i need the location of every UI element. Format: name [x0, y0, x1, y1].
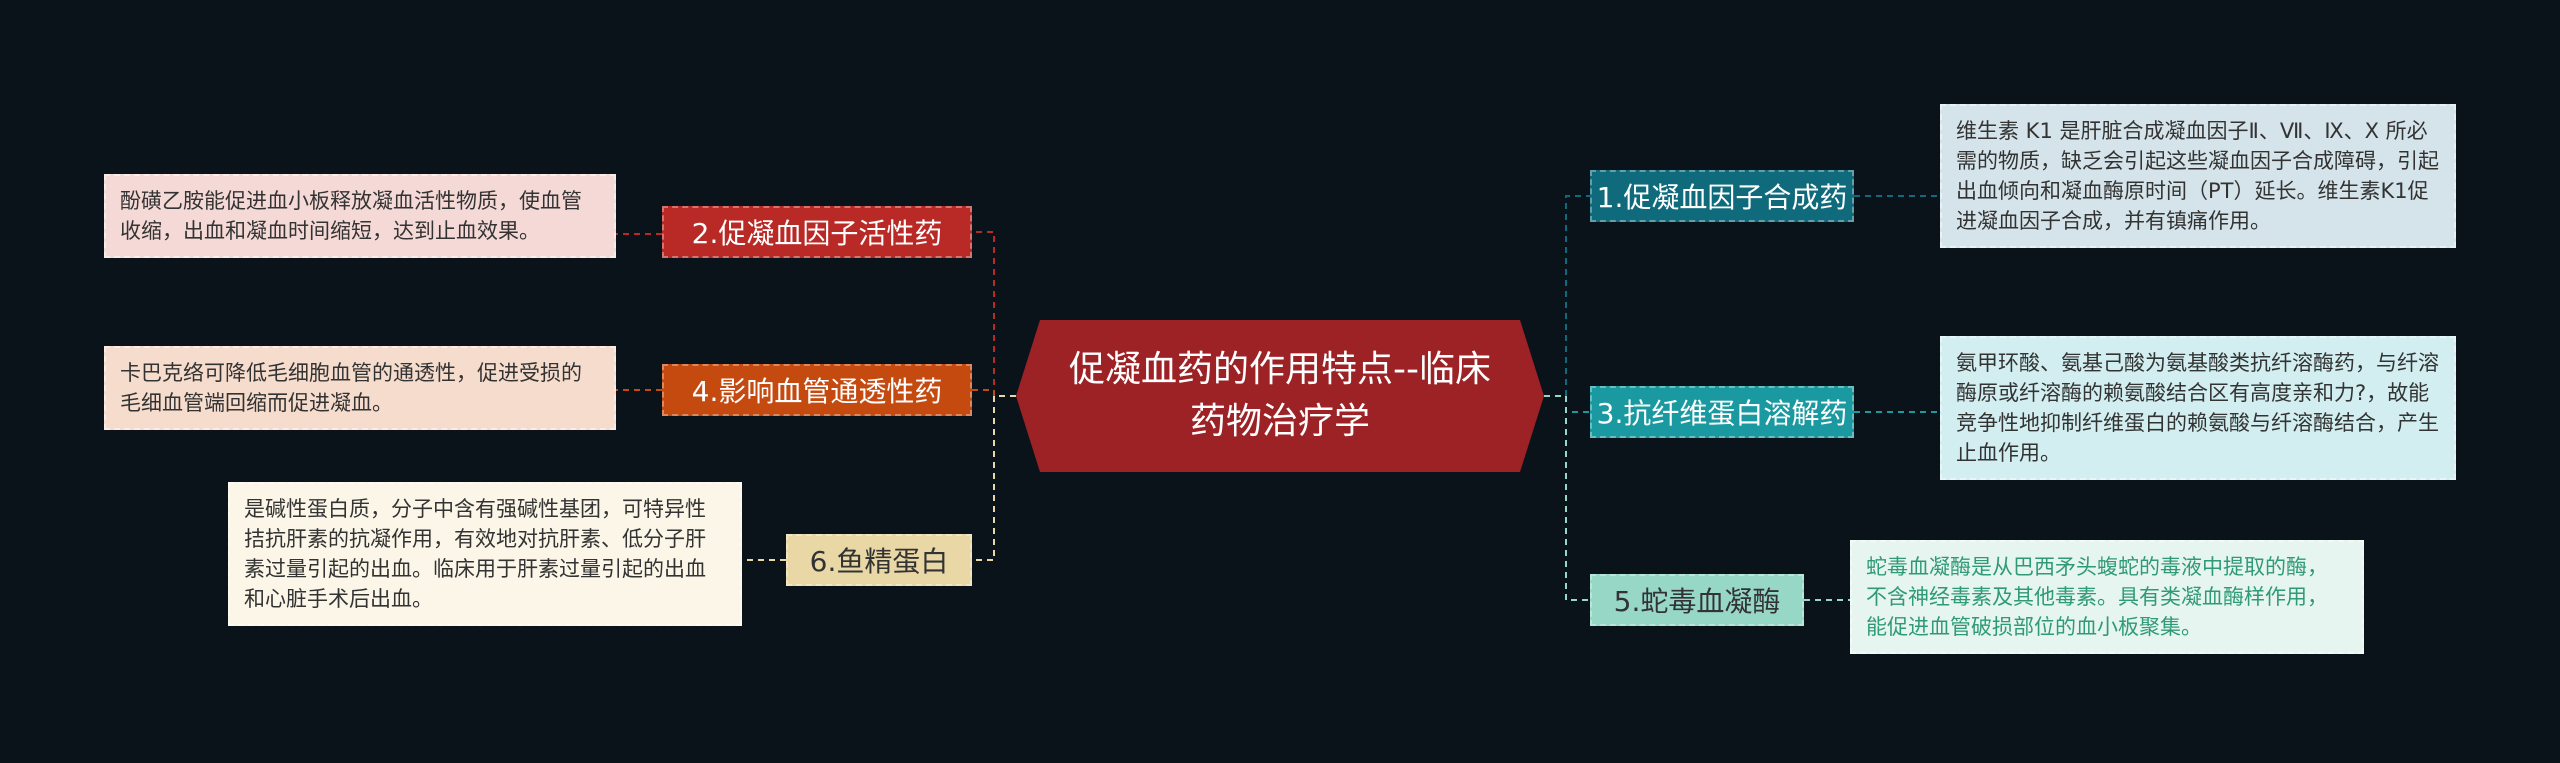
connector-left-3	[972, 395, 1016, 561]
topic-clotting-factor-activity[interactable]: 2.促凝血因子活性药	[662, 206, 972, 258]
connector-left-1	[972, 231, 1016, 397]
note-text: 蛇毒血凝酶是从巴西矛头蝮蛇的毒液中提取的酶，不含神经毒素及其他毒素。具有类凝血酶…	[1866, 555, 2328, 639]
topic-label: 4.影响血管通透性药	[691, 375, 943, 408]
topic-antifibrinolytic[interactable]: 3.抗纤维蛋白溶解药	[1590, 386, 1854, 438]
topic-label: 3.抗纤维蛋白溶解药	[1596, 397, 1848, 430]
note-text: 酚磺乙胺能促进血小板释放凝血活性物质，使血管收缩，出血和凝血时间缩短，达到止血效…	[120, 189, 582, 243]
note-protamine: 是碱性蛋白质，分子中含有强碱性基团，可特异性拮抗肝素的抗凝作用，有效地对抗肝素、…	[228, 482, 742, 626]
connector-left-2	[972, 389, 1016, 397]
note-text: 是碱性蛋白质，分子中含有强碱性基团，可特异性拮抗肝素的抗凝作用，有效地对抗肝素、…	[244, 497, 706, 611]
note-clotting-factor-activity: 酚磺乙胺能促进血小板释放凝血活性物质，使血管收缩，出血和凝血时间缩短，达到止血效…	[104, 174, 616, 258]
note-clotting-factor-synthesis: 维生素 K1 是肝脏合成凝血因子Ⅱ、Ⅶ、Ⅸ、Ⅹ 所必需的物质，缺乏会引起这些凝血…	[1940, 104, 2456, 248]
note-text: 氨甲环酸、氨基己酸为氨基酸类抗纤溶酶药，与纤溶酶原或纤溶酶的赖氨酸结合区有高度亲…	[1956, 351, 2439, 465]
note-text: 维生素 K1 是肝脏合成凝血因子Ⅱ、Ⅶ、Ⅸ、Ⅹ 所必需的物质，缺乏会引起这些凝血…	[1956, 119, 2439, 233]
topic-label: 2.促凝血因子活性药	[691, 217, 943, 250]
topic-vascular-permeability[interactable]: 4.影响血管通透性药	[662, 364, 972, 416]
note-text: 卡巴克络可降低毛细胞血管的通透性，促进受损的毛细血管端回缩而促进凝血。	[120, 361, 582, 415]
topic-label: 6.鱼精蛋白	[809, 545, 949, 578]
topic-label: 1.促凝血因子合成药	[1596, 181, 1848, 214]
note-antifibrinolytic: 氨甲环酸、氨基己酸为氨基酸类抗纤溶酶药，与纤溶酶原或纤溶酶的赖氨酸结合区有高度亲…	[1940, 336, 2456, 480]
topic-hemocoagulase[interactable]: 5.蛇毒血凝酶	[1590, 574, 1804, 626]
connector-right-3	[1544, 395, 1590, 601]
topic-label: 5.蛇毒血凝酶	[1613, 585, 1781, 618]
topic-clotting-factor-synthesis[interactable]: 1.促凝血因子合成药	[1590, 170, 1854, 222]
note-hemocoagulase: 蛇毒血凝酶是从巴西矛头蝮蛇的毒液中提取的酶，不含神经毒素及其他毒素。具有类凝血酶…	[1850, 540, 2364, 654]
note-vascular-permeability: 卡巴克络可降低毛细胞血管的通透性，促进受损的毛细血管端回缩而促进凝血。	[104, 346, 616, 430]
topic-protamine[interactable]: 6.鱼精蛋白	[786, 534, 972, 586]
root-topic[interactable]: 促凝血药的作用特点--临床药物治疗学	[1016, 320, 1544, 472]
root-title: 促凝血药的作用特点--临床药物治疗学	[1069, 349, 1491, 442]
connector-right-1	[1544, 195, 1590, 397]
